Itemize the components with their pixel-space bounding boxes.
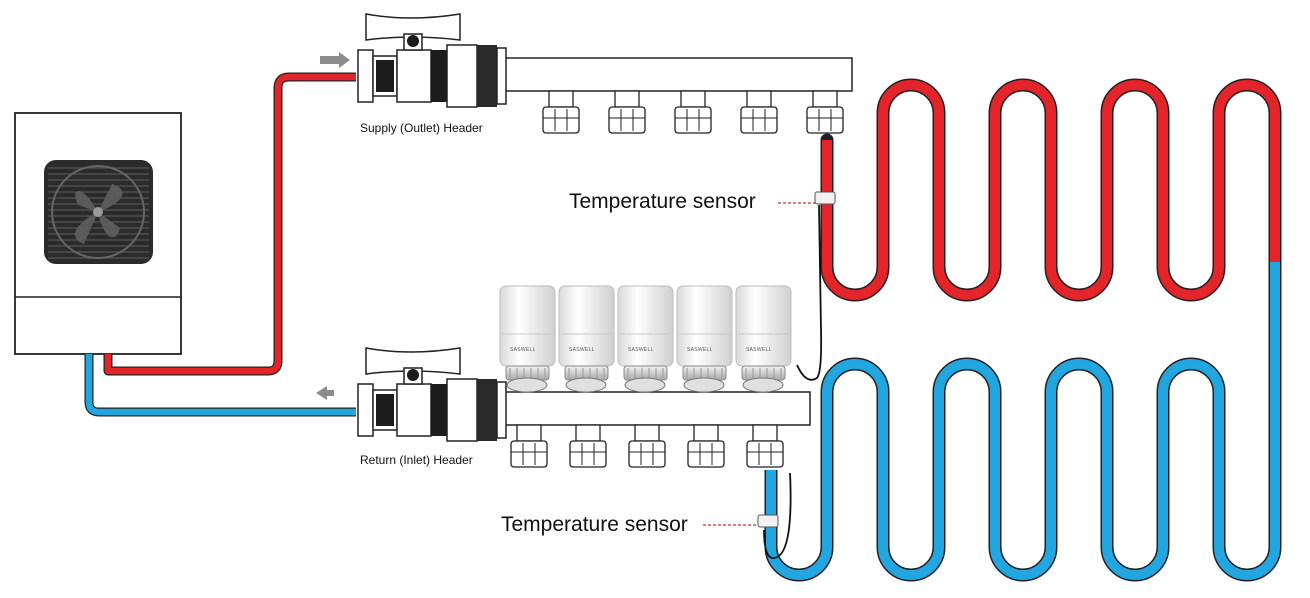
outlet-fitting [569,424,607,468]
outlet-fitting [628,424,666,468]
sensor-cable-top [796,204,823,381]
actuator-icon: SASWELL [676,285,733,393]
hot-loop [820,78,1282,302]
sensor-clip-icon [814,191,836,205]
actuator-icon: SASWELL [617,285,674,393]
actuator-brand: SASWELL [628,347,654,353]
flow-arrow-icon [316,386,334,400]
sensor-label-bottom: Temperature sensor [501,513,688,536]
outlet-fitting [608,90,646,134]
outlet-fitting [806,90,844,134]
actuator-icon: SASWELL [558,285,615,393]
outlet-fitting [510,424,548,468]
outlet-fitting [674,90,712,134]
supply-header: Supply (Outlet) Header [357,13,853,135]
outlet-fitting [687,424,725,468]
ball-valve-icon [357,13,507,108]
actuator-icon: SASWELL [735,285,792,393]
flow-arrow-icon [320,52,350,68]
outlet-fitting [542,90,580,134]
actuator-brand: SASWELL [569,347,595,353]
sensor-cable-bottom [763,472,792,559]
actuator-icon: SASWELL [499,285,556,393]
heat-pump-icon [14,112,182,355]
actuator-brand: SASWELL [510,347,536,353]
ball-valve-icon [357,347,507,442]
sensor-clip-icon [757,514,779,528]
outlet-fitting [746,424,784,468]
fan-grille-icon [44,160,153,264]
return-pipe [84,354,356,417]
return-header-label: Return (Inlet) Header [360,453,473,467]
return-header: SASWELL SASWELL SASWELL SASWELL SASWELL Retu… [357,285,811,468]
supply-header-label: Supply (Outlet) Header [360,121,483,135]
actuator-brand: SASWELL [687,347,713,353]
cold-loop [764,256,1282,582]
sensor-label-top: Temperature sensor [569,190,756,213]
actuator-brand: SASWELL [746,347,772,353]
outlet-fitting [740,90,778,134]
